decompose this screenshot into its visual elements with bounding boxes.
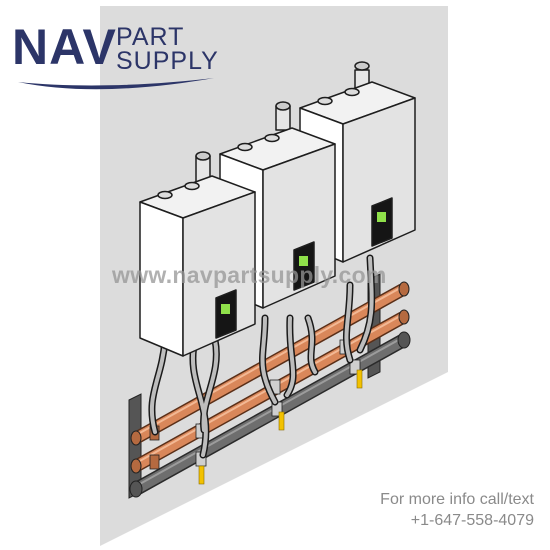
nav-part-supply-logo: NAV PART SUPPLY [12, 22, 222, 92]
valve-handles [198, 369, 363, 485]
contact-line-1: For more info call/text [380, 491, 534, 508]
water-heater-unit-1 [139, 151, 256, 357]
watermark-url: www.navpartsupply.com [112, 262, 387, 288]
contact-info: For more info call/text +1-647-558-4079 [380, 489, 534, 531]
pipe-caps [129, 281, 411, 498]
logo-part-text: PART [116, 23, 185, 51]
logo-swoosh-icon [18, 78, 214, 90]
logo-supply-text: SUPPLY [116, 47, 219, 75]
logo-nav-text: NAV [12, 19, 117, 75]
contact-phone: +1-647-558-4079 [410, 512, 534, 529]
flex-connectors [148, 254, 376, 459]
